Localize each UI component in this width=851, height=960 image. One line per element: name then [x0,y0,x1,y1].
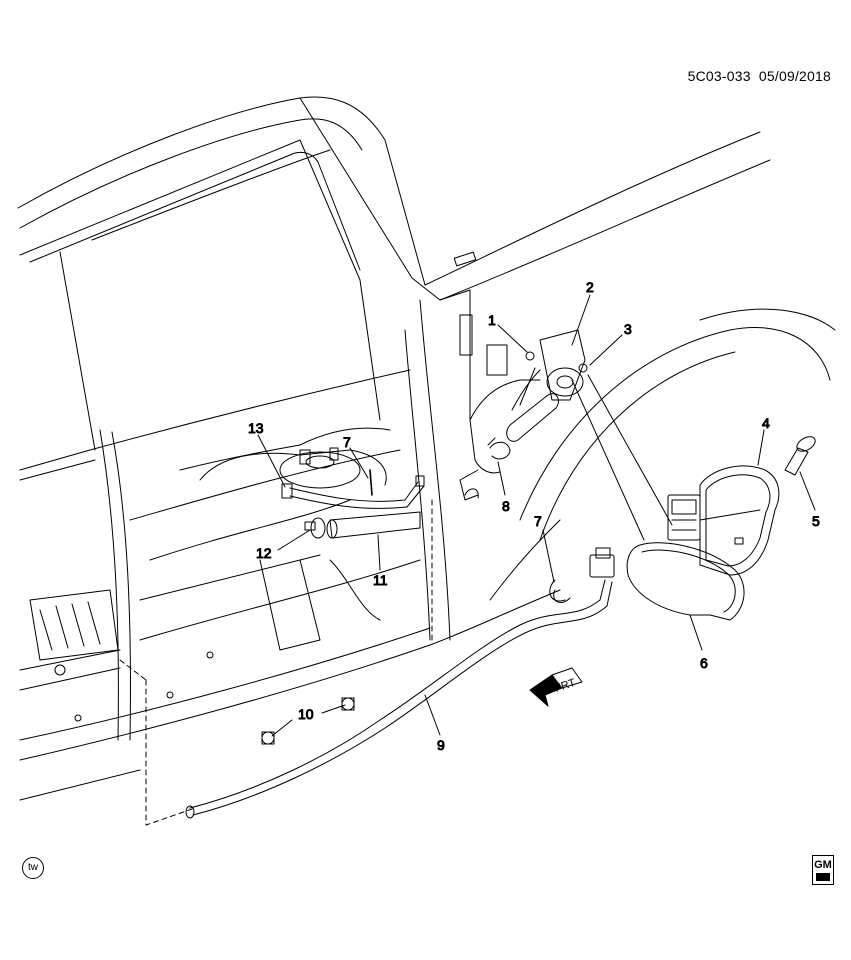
callout-4: 4 [762,415,770,431]
clip-8 [487,437,511,460]
callout-3: 3 [624,321,632,337]
diagram-date: 05/09/2018 [758,68,831,84]
front-direction-arrow: FRT [529,667,583,707]
callout-9: 9 [437,737,445,753]
cable-clip-10 [261,697,355,745]
frt-label: FRT [553,677,577,695]
callout-11: 11 [373,572,388,588]
callout-12: 12 [256,545,272,561]
fuel-door-housing [667,465,780,576]
callout-13: 13 [248,420,264,436]
fuel-door [626,542,745,621]
diagram-code: 5C03-033 [687,68,751,84]
gm-logo-bar [816,873,830,881]
callout-7a: 7 [343,434,351,450]
callout-labels: 1 2 3 4 5 6 7 7 8 9 10 11 12 13 [248,279,821,754]
gm-logo-text: GM [814,859,832,871]
leader-lines [257,294,816,737]
fuel-filler-pipe [281,469,425,539]
hose-clamp-12 [304,517,326,539]
callout-8: 8 [502,498,510,514]
callout-6: 6 [700,655,708,671]
cab-body [17,96,836,826]
gm-logo: GM [812,855,834,885]
release-cable [185,547,615,819]
diagram-reference: 5C03-033 05/09/2018 [688,68,831,84]
callout-7b: 7 [534,513,542,529]
fuel-cap-tether-5 [784,436,816,476]
tw-mark: tw [22,857,44,879]
callout-10: 10 [298,706,314,722]
callout-5: 5 [812,513,820,529]
callout-1: 1 [488,312,496,328]
callout-2: 2 [586,279,594,295]
filler-housing-bracket [506,329,588,442]
